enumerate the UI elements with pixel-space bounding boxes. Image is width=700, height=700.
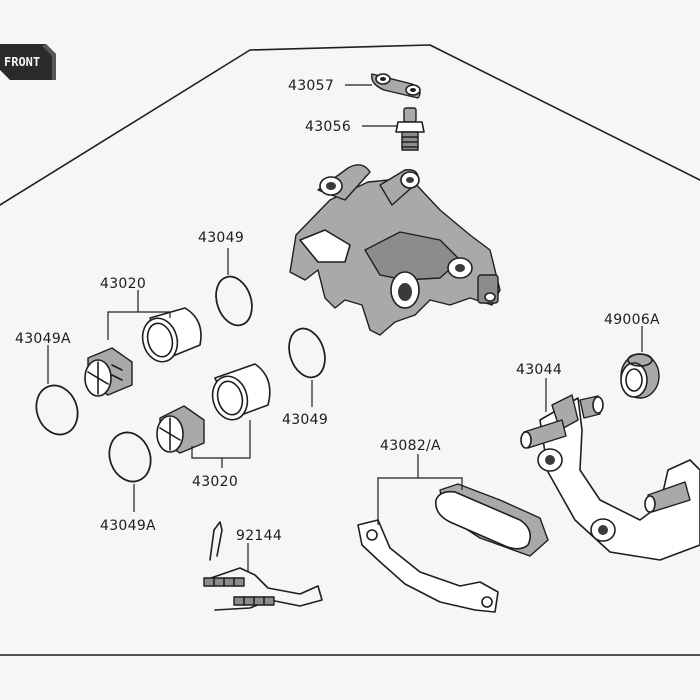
label-43056: 43056 — [305, 119, 351, 135]
pad-friction — [434, 483, 549, 557]
pad-backing-plate — [357, 519, 499, 613]
label-43049-lower: 43049 — [282, 412, 328, 428]
front-badge: FRONT — [0, 44, 56, 80]
caliper-body — [289, 164, 501, 336]
label-49006A: 49006A — [604, 312, 660, 328]
piston-seal-upper — [215, 275, 253, 327]
label-43057: 43057 — [288, 78, 334, 94]
label-43049A-lower: 43049A — [100, 518, 156, 534]
pad-spring-grid — [203, 577, 275, 606]
piston-seal-lower — [288, 327, 326, 379]
label-43049A-left: 43049A — [15, 331, 71, 347]
brake-hose-fitting — [371, 73, 421, 99]
piston-upper — [141, 307, 202, 363]
insulator-upper — [84, 347, 133, 397]
bleed-valve — [395, 107, 425, 151]
front-badge-text: FRONT — [4, 55, 40, 69]
label-43082A: 43082/A — [380, 438, 441, 454]
frame-outline — [0, 44, 700, 656]
label-43049-upper: 43049 — [198, 230, 244, 246]
insulator-lower — [156, 405, 205, 454]
caliper-holder — [520, 394, 700, 561]
label-43044: 43044 — [516, 362, 562, 378]
label-92144: 92144 — [236, 528, 282, 544]
dust-seal-lower — [108, 431, 152, 483]
pad-spring — [203, 521, 323, 611]
piston-lower — [211, 363, 271, 421]
label-43020-upper: 43020 — [100, 276, 146, 292]
label-43020-lower: 43020 — [192, 474, 238, 490]
dust-seal-left — [35, 384, 79, 436]
boot — [620, 353, 660, 399]
